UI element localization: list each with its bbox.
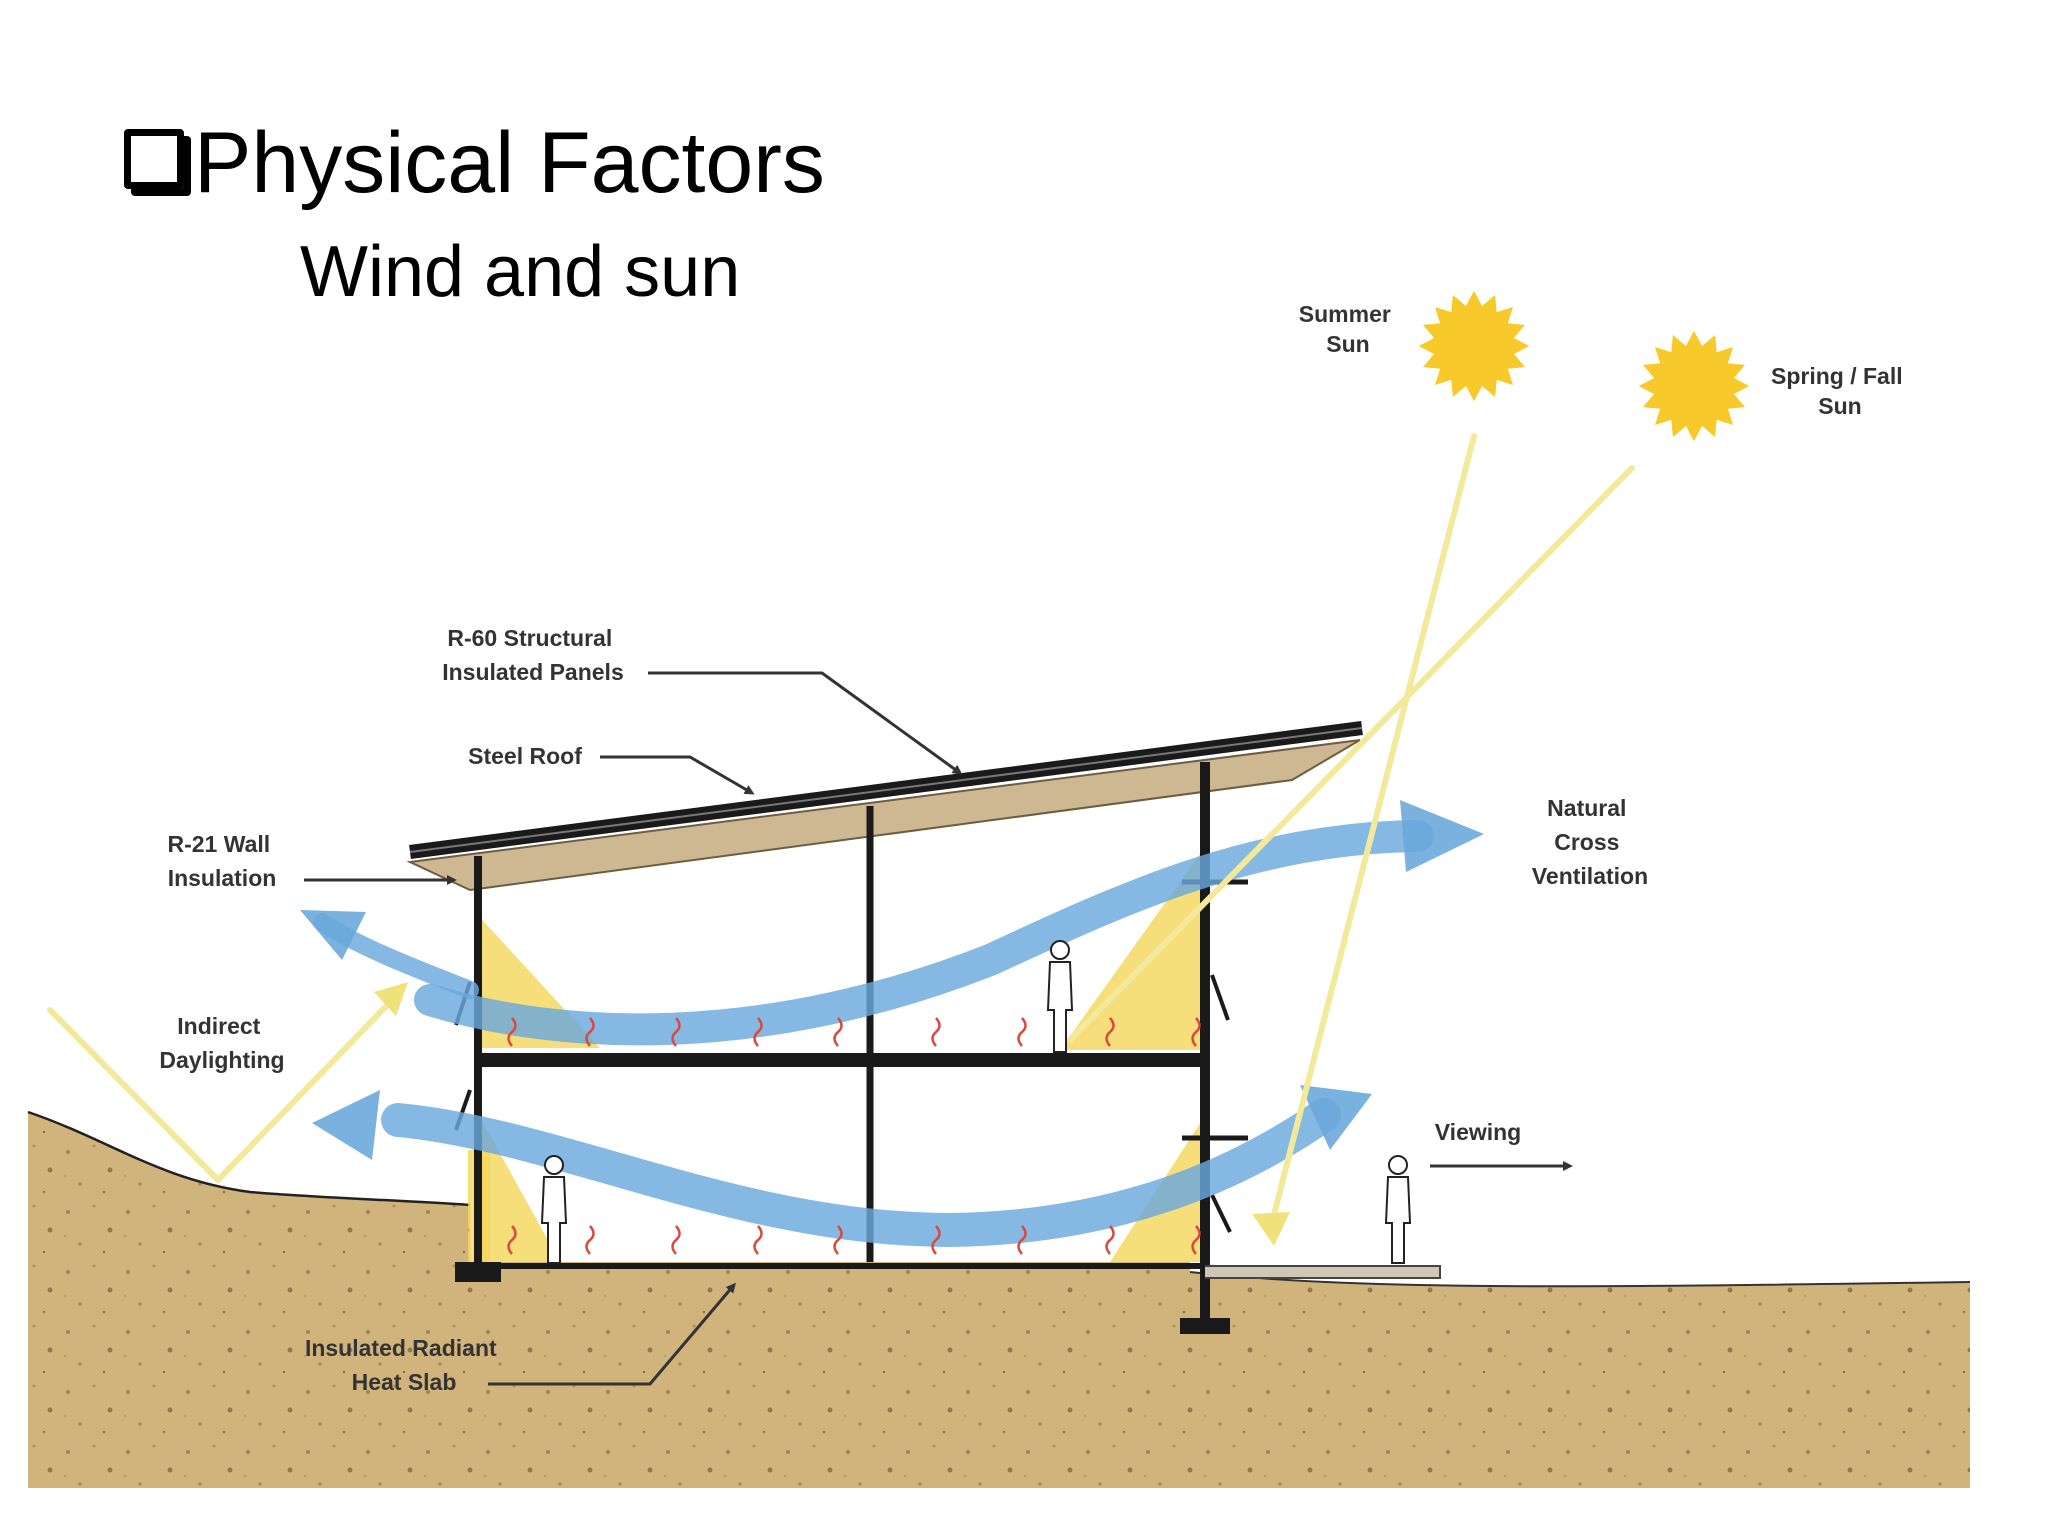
people-icons (540, 940, 1412, 1264)
heat-wave-icon (1105, 1225, 1115, 1255)
radiant-slab-label: Insulated Radiant Heat Slab (305, 1335, 503, 1395)
heat-wave-icon (1017, 1017, 1027, 1047)
checkbox-bullet-icon (124, 129, 184, 189)
heat-wave-icon (585, 1017, 595, 1047)
callout-leaders (304, 671, 1573, 1386)
heat-wave-icon (931, 1225, 941, 1255)
ground (27, 1110, 1971, 1488)
heat-wave-icon (671, 1225, 681, 1255)
heat-wave-icon (833, 1017, 843, 1047)
heat-wave-icon (1017, 1225, 1027, 1255)
heat-wave-icon (833, 1225, 843, 1255)
heat-wave-icon (1191, 1017, 1201, 1047)
slide-title: Physical Factors (124, 120, 825, 206)
callout-labels: Summer Sun Spring / Fall Sun R-60 Struct… (159, 301, 1909, 1395)
wall-insulation-label: R-21 Wall Insulation (167, 831, 276, 891)
spring-fall-sun-label: Spring / Fall Sun (1771, 363, 1909, 419)
heat-wave-icon (753, 1017, 763, 1047)
heat-wave-icon (507, 1017, 517, 1047)
heat-wave-icon (1191, 1225, 1201, 1255)
summer-sun-label: Summer Sun (1299, 301, 1397, 357)
viewing-label: Viewing (1435, 1119, 1522, 1145)
structural-panels-label: R-60 Structural Insulated Panels (442, 625, 624, 685)
spring-fall-sun-icon (1638, 330, 1750, 442)
heat-wave-icon (507, 1225, 517, 1255)
indirect-daylighting-label: Indirect Daylighting (159, 1013, 284, 1073)
heat-wave-icon (585, 1225, 595, 1255)
slide-subtitle: Wind and sun (300, 232, 741, 312)
person-icon (1046, 940, 1074, 1053)
heat-wave-icon (753, 1225, 763, 1255)
heat-wave-icon (931, 1017, 941, 1047)
slide-title-text: Physical Factors (194, 115, 825, 211)
person-icon (1384, 1155, 1412, 1264)
person-icon (540, 1155, 568, 1264)
airflow-arrows (300, 800, 1484, 1248)
radiant-heat-marks (507, 1017, 1201, 1255)
steel-roof-label: Steel Roof (468, 743, 582, 769)
natural-cross-ventilation-label: Natural Cross Ventilation (1532, 795, 1648, 889)
summer-sun-icon (1418, 290, 1530, 402)
building-structure (454, 762, 1441, 1334)
heat-wave-icon (671, 1017, 681, 1047)
heat-wave-icon (1105, 1017, 1115, 1047)
sun-rays (47, 433, 1635, 1246)
